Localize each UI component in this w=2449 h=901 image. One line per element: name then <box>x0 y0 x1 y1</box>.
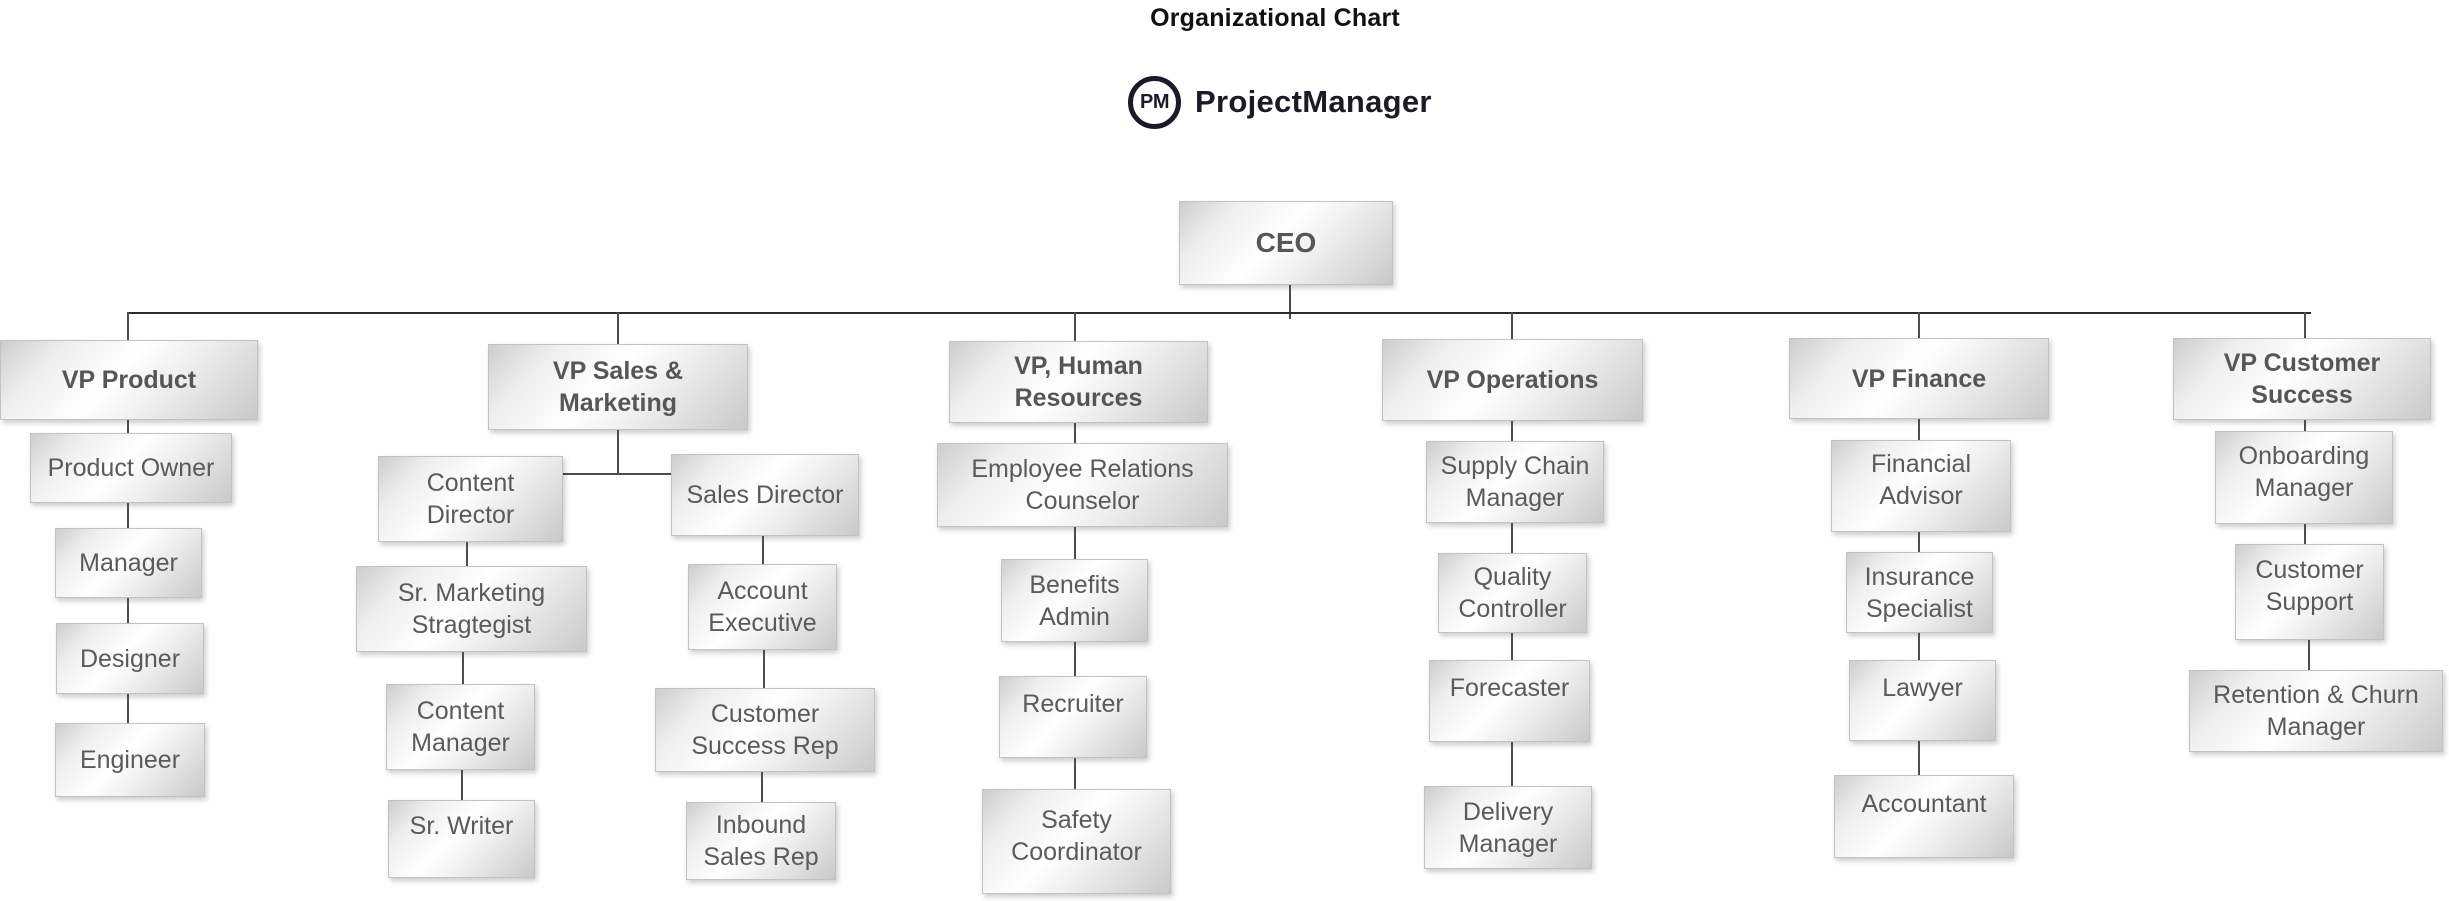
connector-line <box>2304 420 2306 431</box>
org-node-engineer: Engineer <box>55 723 205 797</box>
org-node-ceo: CEO <box>1179 201 1393 285</box>
connector-line <box>1918 532 1920 552</box>
org-node-recruiter: Recruiter <box>999 676 1147 758</box>
connector-line <box>1918 633 1920 660</box>
org-node-accountant: Accountant <box>1834 775 2014 858</box>
connector-line <box>563 473 671 475</box>
connector-line <box>127 503 129 528</box>
connector-line <box>2304 312 2306 338</box>
org-node-lawyer: Lawyer <box>1849 660 1996 741</box>
connector-line <box>617 430 619 475</box>
org-node-supply-chain-manager: Supply Chain Manager <box>1426 441 1604 523</box>
org-node-employee-relations-counselor: Employee Relations Counselor <box>937 443 1228 527</box>
connector-line <box>1918 312 1920 339</box>
org-node-vp-sales-marketing: VP Sales & Marketing <box>488 344 748 430</box>
connector-line <box>1918 741 1920 775</box>
connector-line <box>1511 523 1513 553</box>
connector-line <box>1074 527 1076 559</box>
page-title: Organizational Chart <box>1150 4 1400 32</box>
connector-line <box>2308 640 2310 670</box>
org-node-sales-director: Sales Director <box>671 454 859 536</box>
org-node-quality-controller: Quality Controller <box>1438 553 1587 633</box>
connector-line <box>127 694 129 723</box>
org-node-customer-success-rep: Customer Success Rep <box>655 688 875 772</box>
connector-line <box>763 650 765 688</box>
org-node-insurance-specialist: Insurance Specialist <box>1846 552 1993 633</box>
connector-line <box>1511 421 1513 441</box>
connector-line <box>127 312 129 342</box>
org-node-safety-coordinator: Safety Coordinator <box>982 789 1171 894</box>
pm-logo-icon: PM <box>1128 75 1181 129</box>
org-node-content-director: Content Director <box>378 456 563 542</box>
connector-line <box>1511 312 1513 340</box>
brand-logo: PM ProjectManager <box>1128 72 1432 132</box>
connector-line <box>762 536 764 564</box>
connector-line <box>127 312 2311 314</box>
connector-line <box>1074 423 1076 443</box>
org-node-onboarding-manager: Onboarding Manager <box>2215 431 2393 524</box>
org-node-vp-human-resources: VP, Human Resources <box>949 341 1208 423</box>
connector-line <box>761 772 763 802</box>
org-node-sr-marketing-stragtegist: Sr. Marketing Stragtegist <box>356 566 587 652</box>
org-node-content-manager: Content Manager <box>386 684 535 770</box>
org-node-account-executive: Account Executive <box>688 564 837 650</box>
connector-line <box>127 420 129 433</box>
org-node-benefits-admin: Benefits Admin <box>1001 559 1148 642</box>
connector-line <box>617 312 619 345</box>
org-node-product-owner: Product Owner <box>30 433 232 503</box>
connector-line <box>466 542 468 566</box>
connector-line <box>1074 758 1076 789</box>
connector-line <box>1511 742 1513 786</box>
connector-line <box>461 770 463 800</box>
connector-line <box>1511 633 1513 660</box>
org-node-retention-churn-manager: Retention & Churn Manager <box>2189 670 2443 752</box>
org-node-financial-advisor: Financial Advisor <box>1831 440 2011 532</box>
connector-line <box>462 652 464 684</box>
connector-line <box>1074 312 1076 342</box>
org-node-vp-operations: VP Operations <box>1382 339 1643 421</box>
org-node-vp-product: VP Product <box>0 340 258 420</box>
logo-wordmark: ProjectManager <box>1195 84 1432 119</box>
org-node-forecaster: Forecaster <box>1429 660 1590 742</box>
org-node-delivery-manager: Delivery Manager <box>1424 786 1592 869</box>
org-node-vp-customer-success: VP Customer Success <box>2173 338 2431 420</box>
org-node-customer-support: Customer Support <box>2235 544 2384 640</box>
org-node-sr-writer: Sr. Writer <box>388 800 535 878</box>
connector-line <box>127 598 129 623</box>
connector-line <box>2304 524 2306 544</box>
connector-line <box>1074 642 1076 676</box>
org-node-vp-finance: VP Finance <box>1789 338 2049 419</box>
org-node-manager: Manager <box>55 528 202 598</box>
connector-line <box>1918 419 1920 440</box>
org-node-designer: Designer <box>56 623 204 694</box>
connector-line <box>1289 285 1291 319</box>
org-node-inbound-sales-rep: Inbound Sales Rep <box>686 802 836 880</box>
